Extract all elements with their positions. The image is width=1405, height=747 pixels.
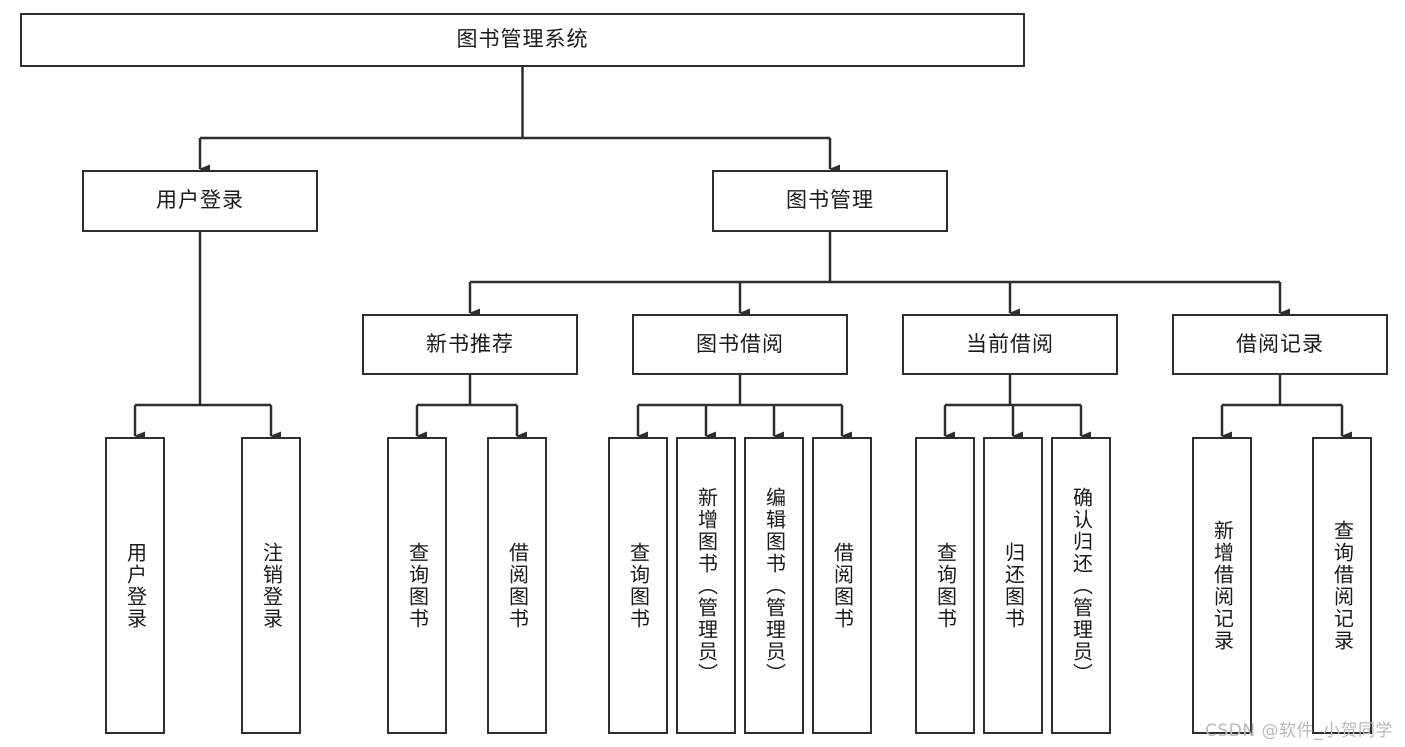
node-label: 借阅图书: [505, 541, 530, 630]
node-box: 新增借阅记录: [1192, 437, 1252, 734]
node-label: 新书推荐: [426, 331, 514, 356]
node-box: 用户登录: [105, 437, 165, 734]
node-box: 查询图书: [387, 437, 447, 734]
node-box: 图书管理系统: [20, 13, 1025, 67]
node-label: 新增图书（管理员）: [694, 486, 719, 685]
node-box: 归还图书: [983, 437, 1043, 734]
node-box: 查询借阅记录: [1312, 437, 1372, 734]
node-label: 图书管理系统: [456, 27, 589, 52]
node-label: 新增借阅记录: [1210, 519, 1235, 652]
node-box: 新增图书（管理员）: [676, 437, 736, 734]
node-box: 确认归还（管理员）: [1051, 437, 1111, 734]
node-box: 用户登录: [82, 170, 318, 232]
node-box: 图书管理: [712, 170, 948, 232]
node-label: 查询图书: [405, 541, 430, 630]
node-label: 用户登录: [156, 188, 244, 213]
node-label: 确认归还（管理员）: [1069, 486, 1094, 685]
node-box: 借阅图书: [487, 437, 547, 734]
node-box: 查询图书: [915, 437, 975, 734]
node-box: 借阅记录: [1172, 314, 1388, 375]
node-label: 当前借阅: [966, 331, 1054, 356]
node-label: 编辑图书（管理员）: [762, 486, 787, 685]
node-box: 借阅图书: [812, 437, 872, 734]
node-label: 借阅图书: [830, 541, 855, 630]
node-label: 归还图书: [1001, 541, 1026, 630]
node-label: 借阅记录: [1236, 331, 1324, 356]
node-label: 查询图书: [933, 541, 958, 630]
node-box: 当前借阅: [902, 314, 1118, 375]
node-label: 图书管理: [786, 188, 874, 213]
edge-layer: [133, 67, 1352, 441]
node-box: 图书借阅: [632, 314, 848, 375]
node-label: 图书借阅: [696, 331, 784, 356]
node-box: 编辑图书（管理员）: [744, 437, 804, 734]
node-box: 查询图书: [608, 437, 668, 734]
node-box: 注销登录: [241, 437, 301, 734]
node-label: 注销登录: [259, 541, 284, 630]
watermark-label: CSDN @软件_小贺同学: [1205, 721, 1393, 741]
node-box: 新书推荐: [362, 314, 578, 375]
node-label: 用户登录: [123, 541, 148, 630]
node-label: 查询借阅记录: [1330, 519, 1355, 652]
node-label: 查询图书: [626, 541, 651, 630]
